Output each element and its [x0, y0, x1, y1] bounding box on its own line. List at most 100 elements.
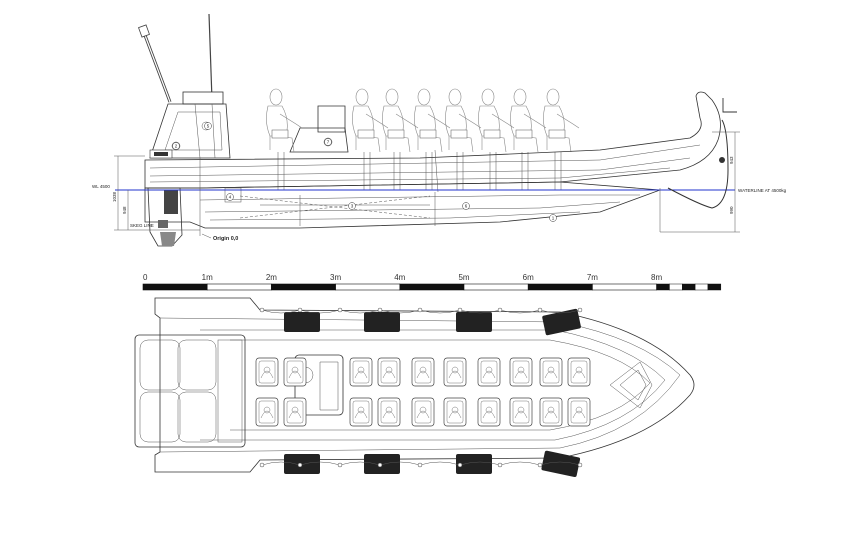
deck-pads	[284, 308, 581, 478]
scale-subsegment	[669, 283, 683, 291]
bow-line	[667, 119, 729, 209]
seat-cushion	[419, 129, 437, 139]
jockey-seat	[509, 397, 533, 427]
passenger-figure	[445, 88, 482, 153]
callout-number: 5	[207, 124, 210, 129]
d-ring	[377, 462, 383, 468]
hull-side	[144, 91, 721, 229]
jockey-seat	[349, 357, 373, 387]
jockey-seat	[509, 357, 533, 387]
deck-pad	[456, 454, 492, 474]
scale-tick-label: 1m	[202, 273, 213, 282]
plan-view	[134, 297, 695, 478]
callout-number: 1	[552, 216, 555, 221]
seat-cushion	[387, 129, 405, 139]
jockey-seat	[567, 357, 591, 387]
scale-segment	[399, 283, 465, 291]
jockey-seats	[255, 357, 591, 427]
scale-segment	[527, 283, 593, 291]
seat-cushion	[357, 129, 375, 139]
scale-segment	[335, 283, 401, 291]
waterline-label: WATERLINE AT 4500kg	[738, 188, 787, 193]
d-ring	[297, 462, 303, 468]
callout-number: 2	[175, 144, 178, 149]
d-ring	[457, 462, 463, 468]
d-ring	[337, 462, 343, 468]
scale-segment	[592, 283, 657, 291]
scale-tick-label: 3m	[330, 273, 341, 282]
passenger-figure	[266, 88, 303, 153]
scale-tick-label: 0	[143, 273, 148, 282]
jockey-seat	[539, 357, 563, 387]
antenna-mast	[208, 13, 213, 101]
scale-segment	[463, 283, 529, 291]
d-ring	[537, 307, 543, 313]
dimension-lines	[114, 98, 740, 233]
d-ring	[577, 307, 583, 313]
jockey-seat	[377, 357, 401, 387]
seat-cushion	[271, 129, 289, 139]
passenger-figure	[382, 88, 419, 153]
callout-number: 6	[465, 204, 468, 209]
seat-cushion	[450, 129, 468, 139]
d-ring	[377, 307, 383, 313]
passenger-figure	[414, 88, 451, 153]
scale-tick-label: 8m	[651, 273, 662, 282]
scale-subsegment	[682, 283, 696, 291]
callout: 2	[172, 142, 180, 150]
deck-pad	[364, 312, 400, 332]
scale-tick-label: 6m	[523, 273, 534, 282]
dim-height-total: 1038	[112, 191, 117, 202]
scale-tick-label: 4m	[394, 273, 405, 282]
scale-subsegment	[707, 283, 722, 291]
outboard-engine	[147, 187, 183, 247]
deck-pad	[542, 308, 581, 336]
d-ring	[297, 307, 303, 313]
dim-bow-lower: 990	[729, 206, 734, 214]
callout: 1	[549, 214, 557, 222]
dim-draft: 948	[122, 206, 127, 214]
jockey-seat	[443, 397, 467, 427]
jockey-seat	[443, 357, 467, 387]
callout-number: 3	[351, 204, 354, 209]
callout-number: 7	[327, 140, 330, 145]
dim-bow-upper: 943	[729, 156, 734, 164]
deck-pad	[456, 312, 492, 332]
skeg-label: SKEG LINE	[130, 223, 154, 228]
d-ring	[497, 307, 503, 313]
jockey-seat	[283, 357, 307, 387]
callout: 7	[324, 138, 332, 146]
jockey-seat	[411, 357, 435, 387]
scale-tick-label: 2m	[266, 273, 277, 282]
origin-label: Origin 0,0	[213, 236, 238, 242]
jockey-seat	[411, 397, 435, 427]
passenger-figure	[478, 88, 515, 153]
d-ring	[417, 307, 423, 313]
passenger-figure	[510, 88, 547, 153]
d-ring	[337, 307, 343, 313]
callout: 5	[204, 122, 212, 130]
jockey-seat	[283, 397, 307, 427]
deck-pad	[541, 450, 581, 478]
jockey-seat	[255, 357, 279, 387]
scale-subsegment	[656, 283, 670, 291]
lifeline-loops	[259, 307, 583, 468]
scale-segment	[271, 283, 336, 291]
scale-tick-label: 5m	[458, 273, 469, 282]
d-ring	[259, 307, 265, 313]
wl-label: WL 4500	[92, 184, 110, 189]
scale-segment	[142, 283, 208, 291]
jockey-seat	[477, 357, 501, 387]
jockey-seat	[477, 397, 501, 427]
seat-cushion	[548, 129, 566, 139]
callout: 6	[462, 202, 470, 210]
d-ring	[417, 462, 423, 468]
seat-cushion	[515, 129, 533, 139]
seat-cushion	[483, 129, 501, 139]
deck-pad	[284, 312, 320, 332]
jockey-seat	[539, 397, 563, 427]
d-ring	[259, 462, 265, 468]
callout: 3	[348, 202, 356, 210]
